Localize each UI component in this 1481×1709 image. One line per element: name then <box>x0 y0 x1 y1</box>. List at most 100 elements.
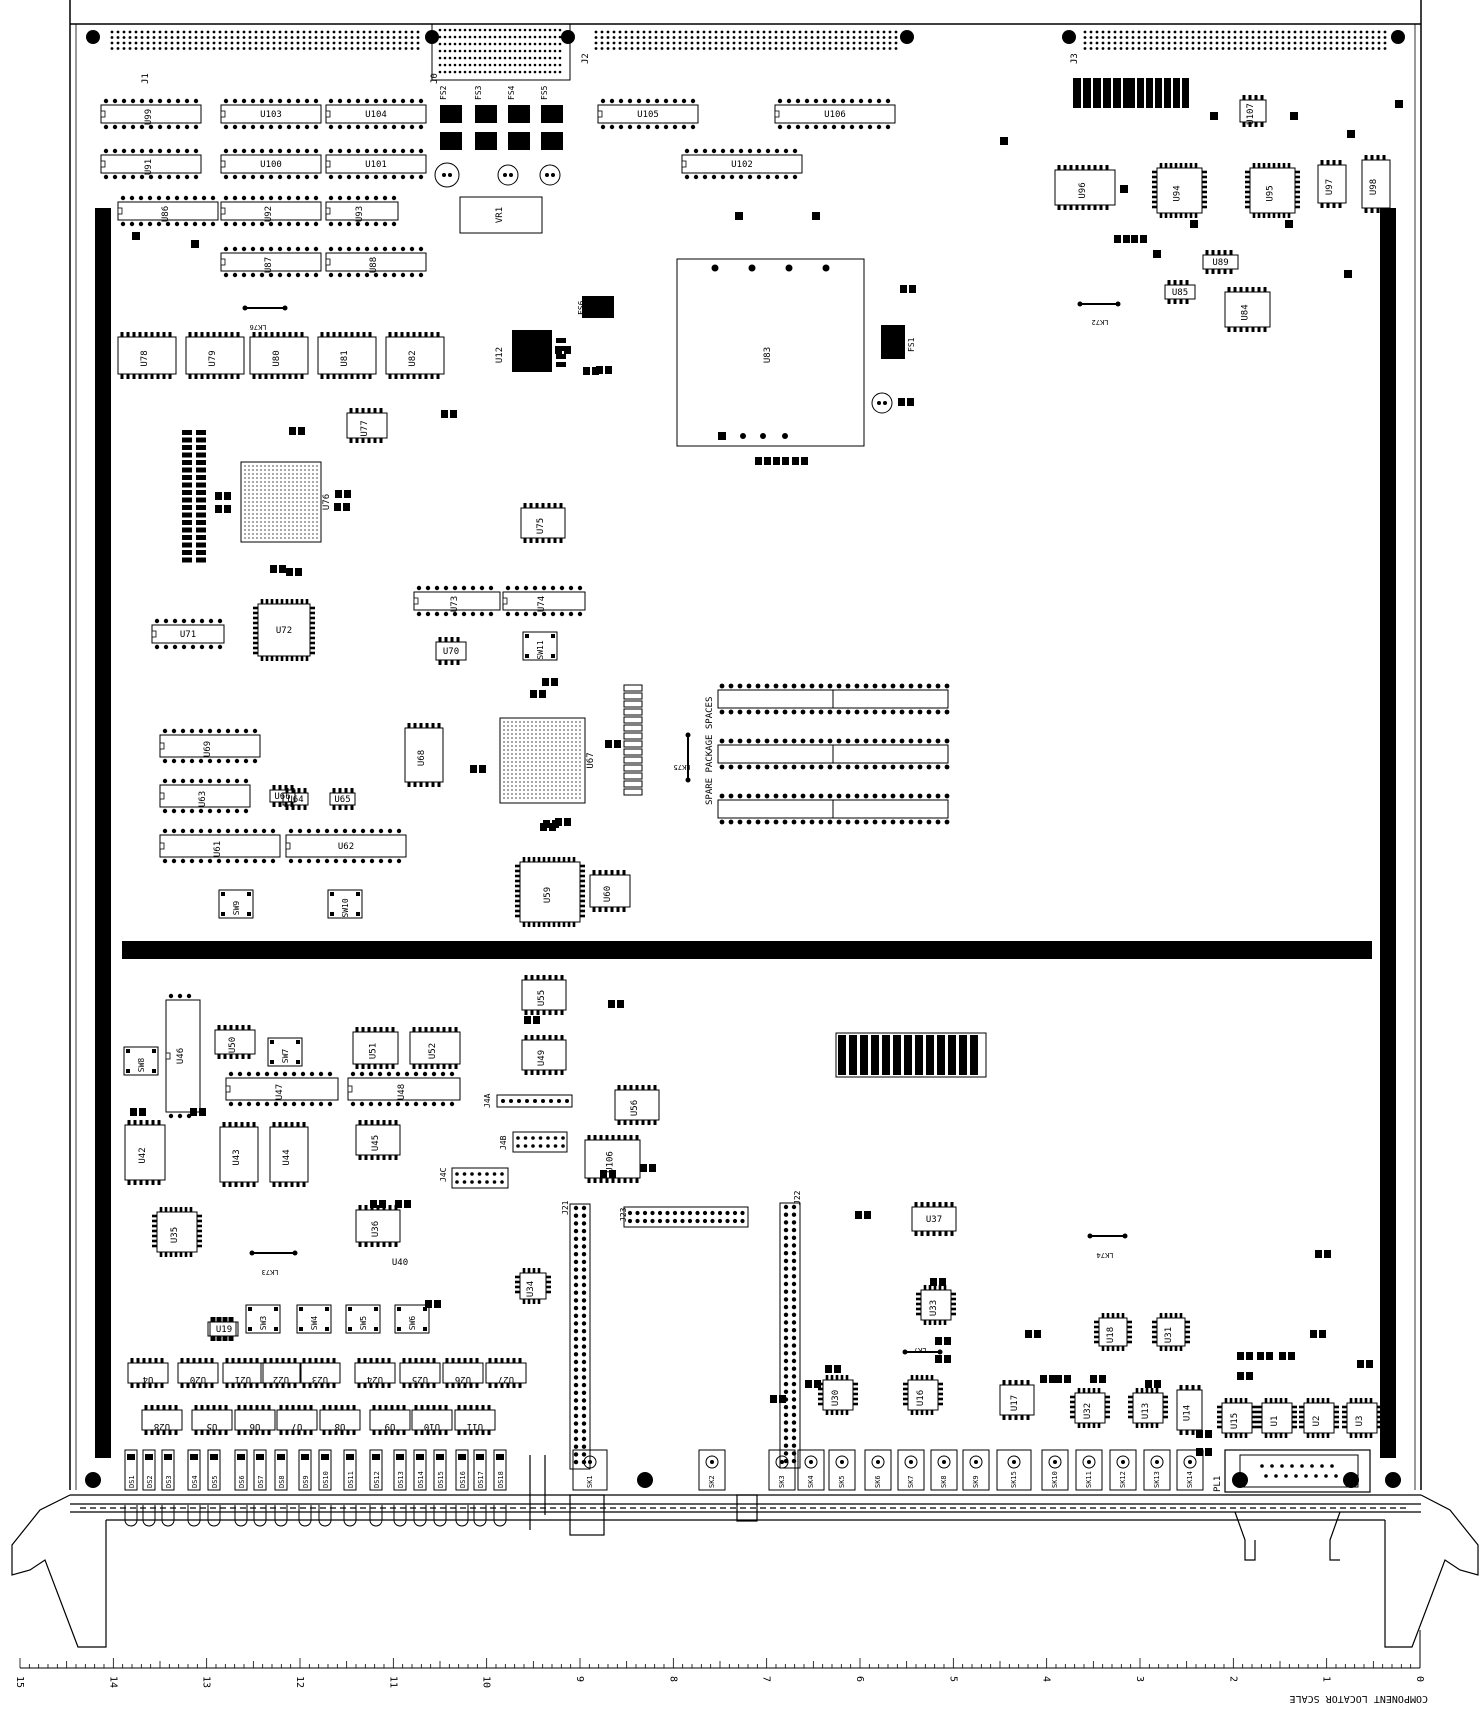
link-lk72-label: LK72 <box>1092 318 1109 326</box>
switch-sw5-label: SW5 <box>359 1316 368 1331</box>
scale-tick-15: 15 <box>14 1676 25 1688</box>
chip-u4-label: U4 <box>143 1374 154 1384</box>
scale-tick-13: 13 <box>201 1676 212 1688</box>
switch-sw8-label: SW8 <box>137 1058 146 1073</box>
connector-j4b-label: J4B <box>499 1135 508 1150</box>
chip-u44-label: U44 <box>282 1149 292 1165</box>
socket-sk12-label: SK12 <box>1119 1471 1127 1488</box>
connector-j3-label: J3 <box>1070 53 1080 64</box>
chip-u19-label: U19 <box>216 1325 232 1335</box>
connector-j1-label: J1 <box>141 73 151 84</box>
link-lk75-label: LK75 <box>674 763 691 771</box>
chip-u80-label: U80 <box>272 350 282 366</box>
led-ds13-label: DS13 <box>397 1471 405 1488</box>
fuse-fs6-label: FS6 <box>577 300 586 315</box>
scale-tick-14: 14 <box>107 1676 118 1688</box>
chip-u45-label: U45 <box>371 1135 381 1151</box>
chip-u18-label: U18 <box>1106 1327 1116 1343</box>
chip-u42-label: U42 <box>138 1147 148 1163</box>
socket-sk3-label: SK3 <box>778 1475 786 1488</box>
chip-u88-label: U88 <box>369 257 379 273</box>
chip-u43-label: U43 <box>232 1149 242 1165</box>
fuse-fs3-label: FS3 <box>474 85 483 100</box>
switch-sw6-label: SW6 <box>408 1316 417 1331</box>
chip-u24-label: U24 <box>367 1374 383 1384</box>
socket-sk8-label: SK8 <box>940 1475 948 1488</box>
chip-u34-label: U34 <box>526 1281 536 1297</box>
led-ds9-label: DS9 <box>302 1475 310 1488</box>
chip-u106-label: U106 <box>824 110 846 120</box>
chip-u16-label: U16 <box>916 1390 926 1406</box>
socket-sk10-label: SK10 <box>1051 1471 1059 1488</box>
led-ds5-label: DS5 <box>211 1475 219 1488</box>
connector-j21-label: J21 <box>561 1200 570 1215</box>
chip-u87-label: U87 <box>264 257 274 273</box>
chip-u104-label: U104 <box>365 110 387 120</box>
chip-u89-label: U89 <box>1212 258 1228 268</box>
socket-sk7-label: SK7 <box>907 1475 915 1488</box>
socket-sk13-label: SK13 <box>1153 1471 1161 1488</box>
socket-sk5-label: SK5 <box>838 1475 846 1488</box>
chip-u75-label: U75 <box>536 518 546 534</box>
chip-u9-label: U9 <box>385 1421 396 1431</box>
socket-sk1-label: SK1 <box>586 1475 594 1488</box>
socket-sk14-label: SK14 <box>1186 1471 1194 1488</box>
chip-u65-label: U65 <box>334 795 350 805</box>
fuse-fs4-label: FS4 <box>507 85 516 100</box>
chip-u20-label: U20 <box>190 1374 206 1384</box>
chip-u15-label: U15 <box>1230 1413 1240 1429</box>
chip-u83-label: U83 <box>763 347 773 363</box>
led-ds16-label: DS16 <box>459 1471 467 1488</box>
chip-u49-label: U49 <box>537 1050 547 1066</box>
switch-sw3-label: SW3 <box>259 1316 268 1331</box>
connector-j2-label: J2 <box>581 53 591 64</box>
chip-u103-label: U103 <box>260 110 282 120</box>
chip-u67-label: U67 <box>586 752 596 768</box>
led-barrels <box>124 1505 507 1527</box>
chip-u82-label: U82 <box>408 350 418 366</box>
led-ds7-label: DS7 <box>257 1475 265 1488</box>
led-ds15-label: DS15 <box>437 1471 445 1488</box>
chip-u48-label: U48 <box>397 1084 407 1100</box>
chip-u2-label: U2 <box>1312 1416 1322 1427</box>
socket-sk4-label: SK4 <box>807 1475 815 1488</box>
led-ds4-label: DS4 <box>191 1475 199 1488</box>
led-ds6-label: DS6 <box>238 1475 246 1488</box>
scale-tick-6: 6 <box>854 1676 865 1682</box>
led-ds12-label: DS12 <box>373 1471 381 1488</box>
chip-u86-label: U86 <box>161 206 171 222</box>
chip-u33-label: U33 <box>929 1300 939 1316</box>
chip-u102-label: U102 <box>731 160 753 170</box>
chip-u97-label: U97 <box>1325 179 1335 195</box>
chip-u21-label: U21 <box>235 1374 251 1384</box>
chip-u3-label: U3 <box>1355 1416 1365 1427</box>
chip-u60-label: U60 <box>603 886 613 902</box>
scale-tick-8: 8 <box>667 1676 678 1682</box>
switch-sw4-label: SW4 <box>310 1316 319 1331</box>
chip-u74-label: U74 <box>537 596 547 612</box>
scale-tick-0: 0 <box>1414 1676 1425 1682</box>
connector-j22-label: J22 <box>793 1190 802 1205</box>
chip-u99-label: U99 <box>144 109 154 125</box>
chip-u68-label: U68 <box>417 750 427 766</box>
chip-u93-label: U93 <box>355 206 365 222</box>
led-ds17-label: DS17 <box>477 1471 485 1488</box>
socket-sk6-label: SK6 <box>874 1475 882 1488</box>
chip-u101-label: U101 <box>365 160 387 170</box>
chip-u14-label: U14 <box>1183 1405 1193 1421</box>
chip-u11-label: U11 <box>467 1421 483 1431</box>
switch-sw11-label: SW11 <box>536 640 545 659</box>
board-rails <box>95 208 1396 1458</box>
led-ds18-label: DS18 <box>497 1471 505 1488</box>
chip-u52-label: U52 <box>428 1043 438 1059</box>
chip-u106b-label: U106 <box>606 1151 616 1173</box>
chip-u8-label: U8 <box>335 1421 346 1431</box>
top-connector-pins <box>110 23 1387 81</box>
scale-tick-9: 9 <box>574 1676 585 1682</box>
chip-u66-label: U66 <box>274 792 290 802</box>
chip-u25-label: U25 <box>412 1374 428 1384</box>
